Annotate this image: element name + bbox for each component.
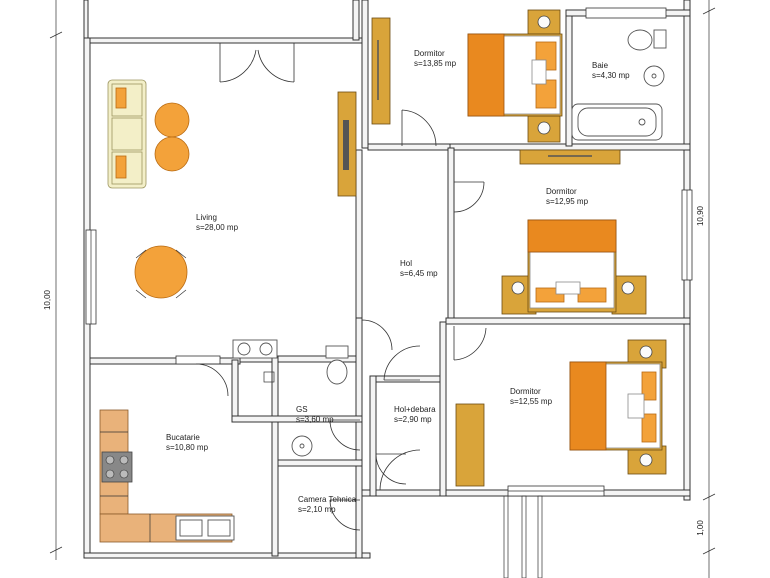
doors [195, 43, 487, 531]
room-name-bucatarie: Bucatarie [166, 433, 200, 442]
room-area-gs: s=3,60 mp [296, 415, 334, 424]
room-area-hol-debara: s=2,90 mp [394, 415, 432, 424]
room-name-dormitor-2: Dormitor [546, 187, 577, 196]
room-name-hol: Hol [400, 259, 412, 268]
pouf [154, 102, 190, 138]
gs-fixtures [263, 345, 349, 457]
toilet [325, 345, 349, 359]
toilet [653, 29, 667, 49]
room-name-camera-tehnica: Camera Tehnica [298, 495, 357, 504]
room-area-dormitor-3: s=12,55 mp [510, 397, 553, 406]
wardrobe [455, 403, 485, 487]
cooktop [101, 451, 133, 483]
room-name-living: Living [196, 213, 217, 222]
room-area-hol: s=6,45 mp [400, 269, 438, 278]
windows [85, 7, 693, 578]
dimension-left: 10,00 [43, 289, 52, 310]
bedroom1-furniture [371, 9, 563, 143]
room-area-dormitor-2: s=12,95 mp [546, 197, 589, 206]
room-area-bucatarie: s=10,80 mp [166, 443, 209, 452]
bathroom-fixtures [571, 29, 667, 141]
room-area-dormitor-1: s=13,85 mp [414, 59, 457, 68]
living-furniture [107, 79, 357, 299]
wardrobe [371, 17, 391, 125]
room-area-living: s=28,00 mp [196, 223, 239, 232]
kitchen-furniture [99, 339, 278, 543]
wardrobe [519, 149, 621, 165]
room-area-baie: s=4,30 mp [592, 71, 630, 80]
room-name-baie: Baie [592, 61, 609, 70]
room-name-dormitor-3: Dormitor [510, 387, 541, 396]
room-name-gs: GS [296, 405, 308, 414]
room-name-dormitor-1: Dormitor [414, 49, 445, 58]
room-area-camera-tehnica: s=2,10 mp [298, 505, 336, 514]
dimension-right-lower: 1,00 [696, 520, 705, 536]
bedroom2-furniture [501, 149, 647, 315]
dimension-right-upper: 10,90 [696, 205, 705, 226]
dining-table [134, 245, 188, 299]
bedroom3-furniture [455, 339, 667, 487]
dimension-lines [49, 0, 716, 578]
room-name-hol-debara: Hol+debara [394, 405, 436, 414]
